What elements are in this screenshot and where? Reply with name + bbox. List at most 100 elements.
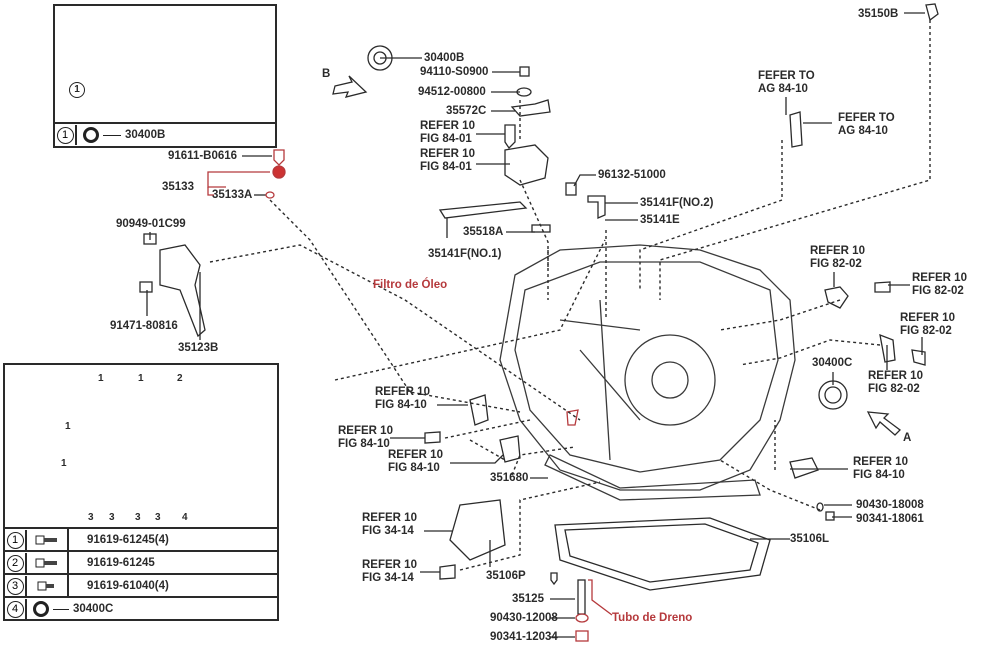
part-30400b-seal (367, 45, 393, 71)
legend-num: 1 (56, 126, 74, 144)
bolt-icon (27, 529, 69, 551)
part-washer (516, 87, 532, 97)
part-bolt-c (439, 564, 456, 580)
bolt-icon (27, 552, 69, 574)
arrow-b-label: B (322, 68, 331, 80)
part-sensor-d (789, 457, 819, 479)
label-35106l: 35106L (790, 533, 830, 545)
label-35106p: 35106P (486, 570, 526, 582)
label-filtro-de-oleo: Filtro de Óleo (373, 279, 448, 291)
part-cooler (449, 499, 506, 561)
part-sensor-b (469, 394, 489, 426)
arrow-a-icon (866, 411, 901, 436)
o-ring-icon (33, 601, 49, 617)
part-lever (510, 99, 551, 117)
part-90949 (143, 233, 157, 245)
label-30400b: 30400B (424, 52, 465, 64)
oil-pan (554, 517, 771, 591)
callout-3: 3 (135, 512, 141, 523)
part-35133a (265, 191, 275, 199)
callout-3: 3 (155, 512, 161, 523)
legend-part: 91619-61040(4) (87, 580, 169, 592)
transmission-case (499, 244, 796, 501)
legend-part: 91619-61245(4) (87, 534, 169, 546)
part-nut (519, 66, 530, 77)
part-35133 (272, 165, 286, 179)
legend-part: 91619-61245 (87, 557, 155, 569)
label-35141e: 35141E (640, 214, 680, 226)
part-96132 (565, 182, 577, 196)
part-switch (504, 144, 549, 186)
part-fitting-b (879, 333, 896, 363)
callout-1: 1 (138, 373, 144, 384)
arrow-b-icon (332, 75, 368, 98)
o-ring-icon (83, 127, 99, 143)
part-91611-bolt (273, 149, 285, 166)
label-35125: 35125 (512, 593, 544, 605)
legend-num: 1 (6, 531, 24, 549)
label-35141f-no1: 35141F(NO.1) (428, 248, 502, 260)
part-plug (824, 286, 849, 309)
callout-3: 3 (88, 512, 94, 523)
part-plug-12034 (575, 630, 589, 642)
label-90341-12034: 90341-12034 (490, 631, 558, 643)
part-35141f-no2 (587, 195, 606, 219)
legend-row: 4 30400C (5, 596, 277, 620)
label-35518a: 35518A (463, 226, 504, 238)
callout-1: 1 (61, 458, 67, 469)
label-96132-51000: 96132-51000 (598, 169, 666, 181)
callout-1: 1 (69, 82, 85, 98)
label-91611-b0616: 91611-B0616 (168, 150, 238, 162)
inset-bottom: 1 1 1 1 2 3 3 3 3 4 1 91619-61245(4) 2 9… (3, 363, 279, 621)
label-90430-18008: 90430-18008 (856, 499, 924, 511)
legend-num: 4 (6, 600, 24, 618)
label-35141f-no2: 35141F(NO.2) (640, 197, 714, 209)
callout-1: 1 (65, 421, 71, 432)
label-91471-80816: 91471-80816 (110, 320, 178, 332)
part-drain-tube (577, 579, 586, 615)
part-91471 (139, 281, 153, 293)
part-gasket-12008 (575, 613, 589, 623)
label-30400c: 30400C (812, 357, 853, 369)
label-35133: 35133 (162, 181, 194, 193)
legend-row: 1 30400B (55, 122, 275, 146)
inset-top: 1 1 30400B (53, 4, 277, 148)
label-94110-s0900: 94110-S0900 (420, 66, 489, 78)
part-plug-18061 (825, 511, 835, 521)
arrow-a-label: A (903, 432, 912, 444)
label-35150b: 35150B (858, 8, 899, 20)
part-shaft (438, 201, 528, 219)
legend-row: 3 91619-61040(4) (5, 573, 277, 597)
part-fitting-a (874, 281, 891, 293)
part-bolt-d (550, 572, 558, 586)
callout-3: 3 (109, 512, 115, 523)
part-35123b-linkage (159, 244, 206, 338)
part-sensor (789, 111, 803, 148)
part-30400c-seal (818, 380, 848, 410)
legend-part: 30400B (125, 129, 166, 141)
callout-2: 2 (177, 373, 183, 384)
legend-num: 2 (6, 554, 24, 572)
label-351680: 351680 (490, 472, 529, 484)
label-35133a: 35133A (212, 189, 253, 201)
bolt-icon (27, 575, 69, 597)
part-35518a (531, 224, 551, 233)
legend-row: 1 91619-61245(4) (5, 527, 277, 551)
legend-row: 2 91619-61245 (5, 550, 277, 574)
part-gasket (816, 502, 824, 512)
callout-1: 1 (98, 373, 104, 384)
part-35150b (925, 3, 939, 22)
